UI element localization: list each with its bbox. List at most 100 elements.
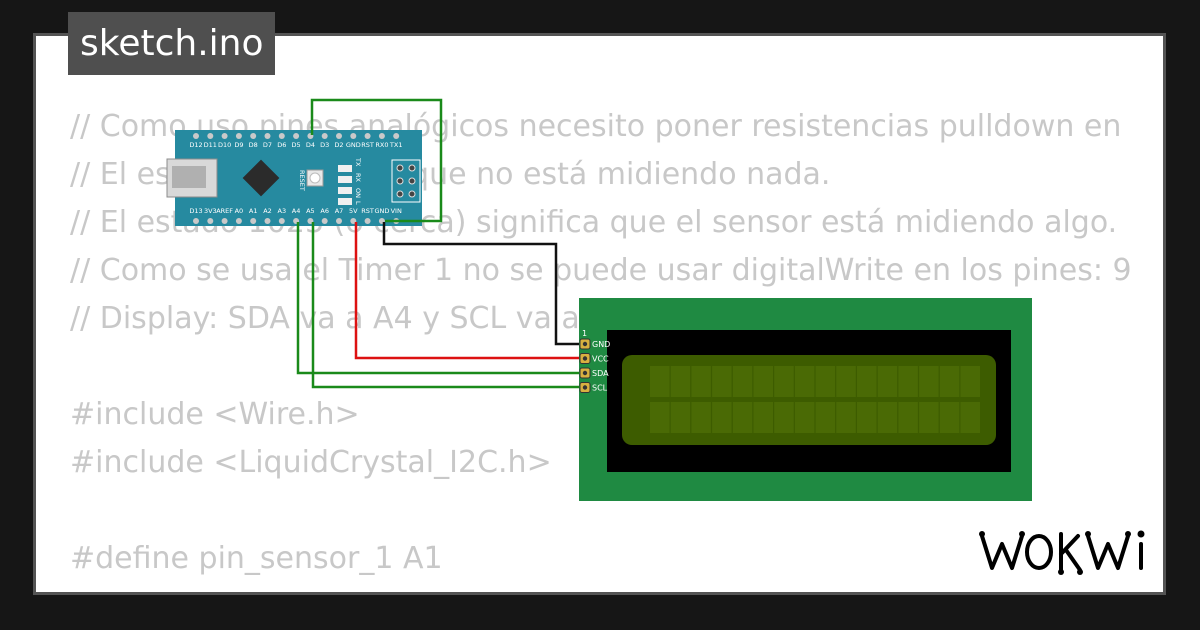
- pin-hole[interactable]: [235, 133, 242, 139]
- lcd-pin-hole: [582, 341, 588, 347]
- pin-label-gnd: GND: [374, 207, 389, 215]
- pin-hole[interactable]: [336, 133, 342, 139]
- lcd-cell: [960, 366, 980, 397]
- pin-label-a7: A7: [335, 207, 344, 215]
- pin-label-a2: A2: [263, 207, 272, 215]
- lcd-cell: [712, 402, 732, 433]
- pin-label-d7: D7: [263, 141, 272, 149]
- pin-label-3v3: 3V3: [204, 207, 217, 215]
- lcd-cell: [960, 402, 980, 433]
- mcu-chip: [242, 159, 280, 197]
- wokwi-logo: [979, 530, 1145, 575]
- pin-label-5v: 5V: [349, 207, 358, 215]
- pin-label-d5: D5: [292, 141, 301, 149]
- pin-label-rst: RST: [361, 207, 374, 215]
- lcd-cell: [815, 366, 836, 397]
- lcd-cell: [836, 366, 856, 397]
- rx-label: RX: [354, 173, 362, 183]
- pin-hole[interactable]: [278, 218, 285, 224]
- pin-label-vin: VIN: [391, 207, 402, 215]
- pin-label-a6: A6: [320, 207, 329, 215]
- pin-label-aref: AREF: [216, 207, 233, 215]
- pin-label-a3: A3: [278, 207, 287, 215]
- pin-hole[interactable]: [350, 133, 357, 139]
- pin-label-tx1: TX1: [389, 141, 403, 149]
- wire-scl[interactable]: [311, 222, 585, 389]
- on-label: ON: [354, 188, 362, 198]
- lcd-cell: [877, 402, 898, 433]
- pin-hole[interactable]: [378, 133, 385, 139]
- lcd-cell: [691, 366, 711, 397]
- pin-hole[interactable]: [207, 218, 214, 224]
- pin-hole[interactable]: [336, 218, 342, 224]
- pin-hole[interactable]: [221, 133, 228, 139]
- pin-hole[interactable]: [393, 133, 400, 139]
- code-line: #include <LiquidCrystal_I2C.h>: [70, 445, 552, 480]
- pin-label-a0: A0: [235, 207, 244, 215]
- lcd-pin-label: GND: [592, 340, 610, 349]
- lcd-cell: [650, 366, 670, 397]
- code-line: #include <Wire.h>: [70, 397, 360, 432]
- lcd-pin-hole: [582, 356, 588, 361]
- pin-label-d12: D12: [189, 141, 202, 149]
- lcd-cell: [670, 366, 691, 397]
- lcd-cell: [919, 366, 939, 397]
- lcd-character-cells: [650, 366, 980, 433]
- lcd-cell: [753, 366, 773, 397]
- lcd-cell: [939, 402, 960, 433]
- lcd-cell: [857, 402, 877, 433]
- pin-label-d13: D13: [189, 207, 202, 215]
- pin-hole[interactable]: [264, 218, 271, 224]
- rx-led: [338, 176, 352, 183]
- wire-vcc[interactable]: [354, 222, 585, 360]
- lcd-pin-index: 1: [582, 329, 587, 338]
- pin-label-d8: D8: [249, 141, 258, 149]
- pin-label-d9: D9: [234, 141, 243, 149]
- pin-hole[interactable]: [207, 133, 214, 139]
- lcd-cell: [877, 366, 898, 397]
- pin-label-a4: A4: [292, 207, 301, 215]
- pin-label-a1: A1: [249, 207, 258, 215]
- file-name-tab[interactable]: sketch.ino: [68, 12, 276, 75]
- on-led: [338, 187, 352, 194]
- wire-sda[interactable]: [296, 222, 585, 375]
- l-led: [338, 198, 352, 205]
- lcd-cell: [898, 366, 918, 397]
- lcd-cell: [753, 402, 773, 433]
- pin-hole[interactable]: [235, 218, 242, 224]
- pin-label-a5: A5: [306, 207, 315, 215]
- pin-hole[interactable]: [193, 218, 199, 224]
- pin-hole[interactable]: [293, 133, 300, 139]
- pin-hole[interactable]: [264, 133, 271, 139]
- pin-label-rst: RST: [361, 141, 374, 149]
- wire-d4-loop[interactable]: [310, 98, 443, 223]
- pin-label-d6: D6: [277, 141, 286, 149]
- lcd-cell: [774, 366, 794, 397]
- pin-hole[interactable]: [250, 218, 257, 224]
- pin-label-d3: D3: [320, 141, 329, 149]
- pin-hole[interactable]: [221, 218, 228, 224]
- pin-hole[interactable]: [250, 133, 257, 139]
- reset-label: RESET: [298, 170, 306, 191]
- lcd-pin-label: VCC: [592, 355, 609, 364]
- wires: [296, 98, 585, 389]
- pin-hole[interactable]: [364, 133, 371, 139]
- lcd-cell: [794, 402, 815, 433]
- lcd-cell: [732, 402, 753, 433]
- pin-hole[interactable]: [321, 133, 328, 139]
- lcd-cell: [898, 402, 918, 433]
- icsp-header: [391, 159, 421, 203]
- pin-hole[interactable]: [193, 133, 199, 139]
- wire-gnd[interactable]: [382, 222, 585, 346]
- pin-label-d2: D2: [334, 141, 343, 149]
- pin-hole[interactable]: [278, 133, 285, 139]
- pin-hole[interactable]: [364, 218, 371, 224]
- pin-hole[interactable]: [321, 218, 328, 224]
- lcd-pin-hole: [582, 385, 588, 390]
- tx-label: TX: [354, 157, 362, 167]
